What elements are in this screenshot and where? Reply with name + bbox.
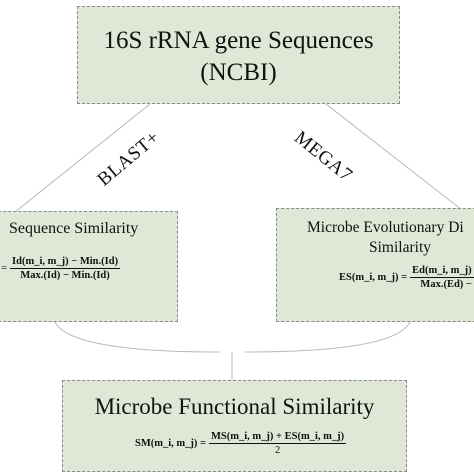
left-node-formula: ) = Id(m_i, m_j) − Min.(Id) Max.(Id) − M… (0, 256, 121, 281)
bottom-node-formula: SM(m_i, m_j) = MS(m_i, m_j) + ES(m_i, m_… (135, 431, 347, 456)
bottom-node-formula-lhs: SM(m_i, m_j) = (135, 438, 207, 449)
bottom-node-numerator: MS(m_i, m_j) + ES(m_i, m_j) (209, 431, 347, 444)
connector-top-to-right (325, 103, 463, 211)
right-node-denominator: Max.(Ed) − (420, 279, 472, 290)
left-node-title: Sequence Similarity (9, 220, 139, 237)
right-node-formula-lhs: ES(m_i, m_j) = (339, 272, 408, 283)
top-node-line1: 16S rRNA gene Sequences (103, 27, 374, 54)
bottom-node-title: Microbe Functional Similarity (94, 394, 375, 419)
left-node-denominator: Max.(Id) − Min.(Id) (20, 270, 110, 281)
left-node-fraction: Id(m_i, m_j) − Min.(Id) Max.(Id) − Min.(… (10, 256, 121, 281)
right-node-numerator: Ed(m_i, m_j) − (410, 265, 474, 278)
left-node-numerator: Id(m_i, m_j) − Min.(Id) (10, 256, 121, 269)
connector-right-to-bottom (244, 321, 411, 353)
connector-top-to-left (14, 103, 151, 213)
top-node-line2: (NCBI) (200, 59, 277, 86)
right-node-title-line2: Similarity (369, 239, 431, 256)
bottom-node-fraction: MS(m_i, m_j) + ES(m_i, m_j) 2 (209, 431, 347, 456)
top-node: 16S rRNA gene Sequences (NCBI) (77, 6, 400, 104)
left-node-formula-lhs: ) = (0, 263, 8, 274)
right-node-formula: ES(m_i, m_j) = Ed(m_i, m_j) − Max.(Ed) − (339, 265, 474, 290)
left-node: Sequence Similarity ) = Id(m_i, m_j) − M… (0, 211, 178, 322)
right-node-fraction: Ed(m_i, m_j) − Max.(Ed) − (410, 265, 474, 290)
right-node: Microbe Evolutionary Di Similarity ES(m_… (276, 208, 474, 322)
bottom-node: Microbe Functional Similarity SM(m_i, m_… (62, 380, 407, 472)
connector-left-to-bottom (54, 321, 221, 353)
bottom-node-denominator: 2 (274, 445, 281, 456)
right-node-title-line1: Microbe Evolutionary Di (307, 219, 464, 236)
